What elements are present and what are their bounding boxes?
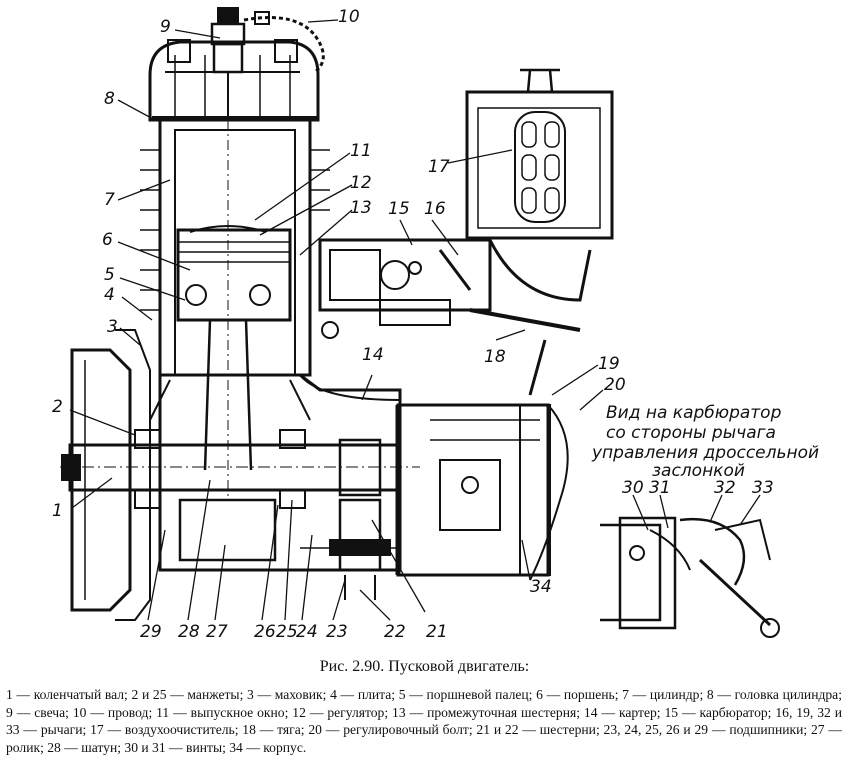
- inset-note-line-3: управления дроссельной: [591, 443, 819, 463]
- air-filter: [465, 68, 614, 302]
- cylinder: [140, 118, 330, 500]
- inset-note: Вид на карбюратор со стороны рычага упра…: [591, 403, 819, 481]
- callout-6: 6: [102, 230, 113, 250]
- inset-note-line-4: заслонкой: [652, 461, 745, 481]
- carburetor: [318, 238, 492, 339]
- callout-2: 2: [52, 397, 63, 417]
- ignition-wire: [243, 11, 325, 74]
- callout-1: 1: [52, 501, 63, 521]
- callout-4: 4: [104, 285, 115, 305]
- flywheel: [70, 329, 151, 621]
- callout-11: 11: [350, 141, 372, 161]
- control-rod: [469, 308, 581, 396]
- callout-12: 12: [350, 173, 372, 193]
- callout-15: 15: [388, 199, 410, 219]
- callout-17: 17: [428, 157, 450, 177]
- callout-32: 32: [714, 478, 736, 498]
- figure-caption: Рис. 2.90. Пусковой двигатель:: [319, 658, 530, 675]
- cylinder-head: [148, 39, 320, 122]
- callout-16: 16: [424, 199, 446, 219]
- inset-note-line-1: Вид на карбюратор: [606, 403, 782, 423]
- callout-24: 24: [296, 622, 318, 642]
- callout-27: 27: [206, 622, 228, 642]
- callout-5: 5: [104, 265, 115, 285]
- crankshaft: [60, 429, 420, 509]
- callout-19: 19: [598, 354, 620, 374]
- gear-housing: [395, 403, 569, 581]
- callout-34: 34: [530, 577, 552, 597]
- callout-20: 20: [604, 375, 626, 395]
- leader-lines: [69, 19, 761, 621]
- spark-plug: [210, 7, 246, 120]
- callout-7: 7: [104, 190, 115, 210]
- callout-18: 18: [484, 347, 506, 367]
- callout-13: 13: [350, 198, 372, 218]
- callout-31: 31: [649, 478, 671, 498]
- figure-legend: 1 — коленчатый вал; 2 и 25 — манжеты; 3 …: [6, 687, 842, 755]
- callout-26: 26: [254, 622, 276, 642]
- callout-9: 9: [160, 17, 171, 37]
- piston: [176, 225, 292, 322]
- callout-29: 29: [140, 622, 162, 642]
- callout-3: 3: [107, 317, 118, 337]
- callout-33: 33: [752, 478, 774, 498]
- callout-10: 10: [338, 7, 360, 27]
- callout-labels: 1 2 3 4 5 6 7 8 9 10 11 12 13 14 15 16 1…: [52, 7, 774, 642]
- callout-25: 25: [276, 622, 298, 642]
- inset-carburetor-view: [600, 516, 780, 638]
- callout-8: 8: [104, 89, 115, 109]
- intermediate-gears: [300, 498, 400, 600]
- callout-30: 30: [622, 478, 644, 498]
- callout-21: 21: [426, 622, 448, 642]
- callout-28: 28: [178, 622, 200, 642]
- callout-23: 23: [326, 622, 348, 642]
- callout-14: 14: [362, 345, 384, 365]
- inset-note-line-2: со стороны рычага: [606, 423, 776, 443]
- callout-22: 22: [384, 622, 406, 642]
